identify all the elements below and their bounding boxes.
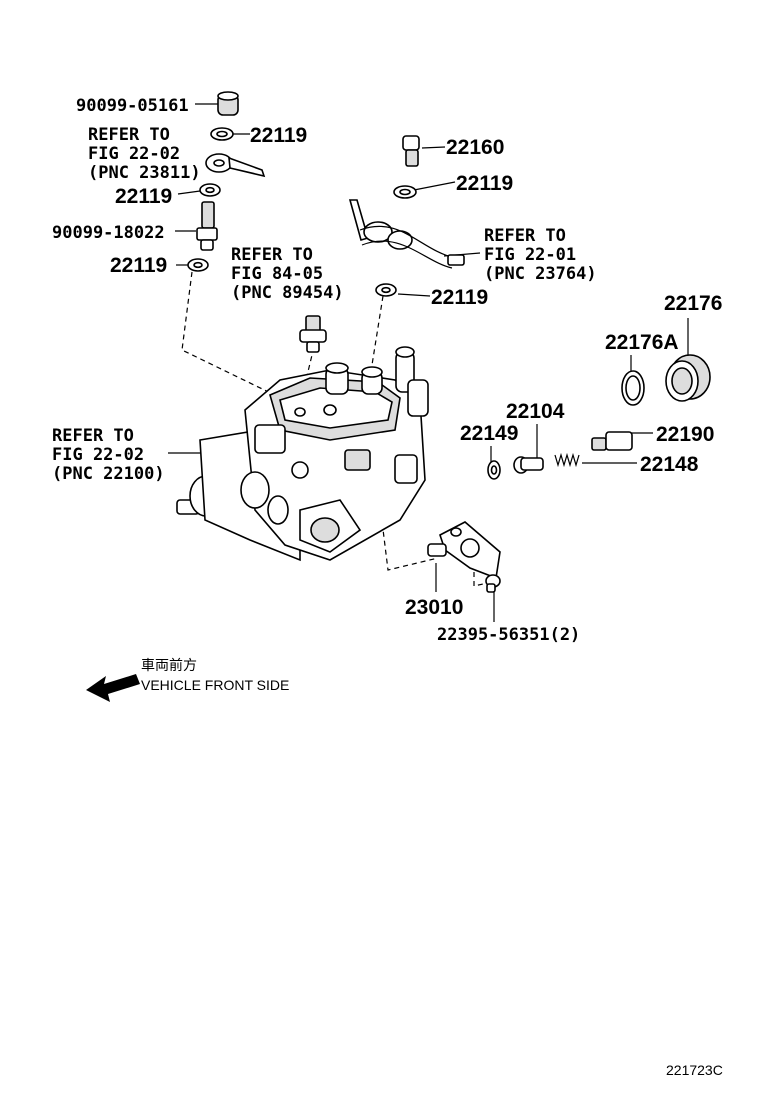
label-refer-c-1: REFER TO: [484, 226, 566, 246]
label-22176: 22176: [664, 292, 722, 315]
direction-jp: 車両前方: [141, 657, 197, 673]
front-arrow-icon: [86, 674, 140, 702]
label-23010: 23010: [405, 596, 463, 619]
label-refer-d-2: FIG 22-02: [52, 445, 144, 465]
label-22119-d: 22119: [456, 172, 513, 195]
label-refer-b-3: (PNC 89454): [231, 283, 344, 303]
vehicle-front-indicator: 車両前方 VEHICLE FRONT SIDE: [86, 657, 289, 702]
label-22104: 22104: [506, 400, 565, 423]
label-22119-a: 22119: [250, 124, 307, 147]
sensor-89454: [299, 315, 327, 353]
label-22119-c: 22119: [110, 254, 167, 277]
cap-90099-05161: [217, 91, 239, 116]
bolt-90099-18022: [196, 201, 218, 251]
label-refer-b-1: REFER TO: [231, 245, 313, 265]
label-22395-56351: 22395-56351(2): [437, 625, 580, 645]
bolt-22395-56351: [485, 574, 501, 593]
injection-pump-body: [176, 346, 429, 562]
washer-22119-c: [187, 258, 209, 272]
label-90099-05161: 90099-05161: [76, 96, 189, 116]
label-refer-d-3: (PNC 22100): [52, 464, 165, 484]
plug-22190: [591, 431, 633, 451]
washer-22149: [487, 460, 501, 480]
label-22119-b: 22119: [115, 185, 172, 208]
bolt-22160: [402, 135, 420, 167]
cap-22176: [665, 354, 711, 402]
spring-22148: [554, 452, 580, 468]
label-refer-b-2: FIG 84-05: [231, 264, 323, 284]
washer-22119-b: [199, 183, 221, 197]
label-refer-c-3: (PNC 23764): [484, 264, 597, 284]
label-refer-a-1: REFER TO: [88, 125, 170, 145]
washer-22119-d: [393, 185, 417, 199]
valve-23010: [427, 521, 501, 580]
label-refer-a-2: FIG 22-02: [88, 144, 180, 164]
label-22148: 22148: [640, 453, 699, 476]
label-22176A: 22176A: [605, 331, 679, 354]
part-labels: 90099-05161 22119 REFER TO FIG 22-02 (PN…: [52, 96, 722, 645]
banjo-fitting-23811: [205, 153, 266, 178]
label-22160: 22160: [446, 136, 504, 159]
direction-en: VEHICLE FRONT SIDE: [141, 677, 289, 693]
overflow-pipe-23764: [348, 199, 465, 269]
ring-22176A: [621, 370, 645, 406]
leader-lines: [168, 103, 689, 622]
label-22119-e: 22119: [431, 286, 488, 309]
label-refer-d-1: REFER TO: [52, 426, 134, 446]
label-22149: 22149: [460, 422, 518, 445]
label-refer-a-3: (PNC 23811): [88, 163, 201, 183]
label-90099-18022: 90099-18022: [52, 223, 165, 243]
washer-22119-e: [375, 283, 397, 297]
label-refer-c-2: FIG 22-01: [484, 245, 576, 265]
washer-22119-a: [210, 127, 234, 141]
label-22190: 22190: [656, 423, 714, 446]
figure-id: 221723C: [666, 1062, 723, 1078]
piston-22104: [513, 456, 544, 474]
